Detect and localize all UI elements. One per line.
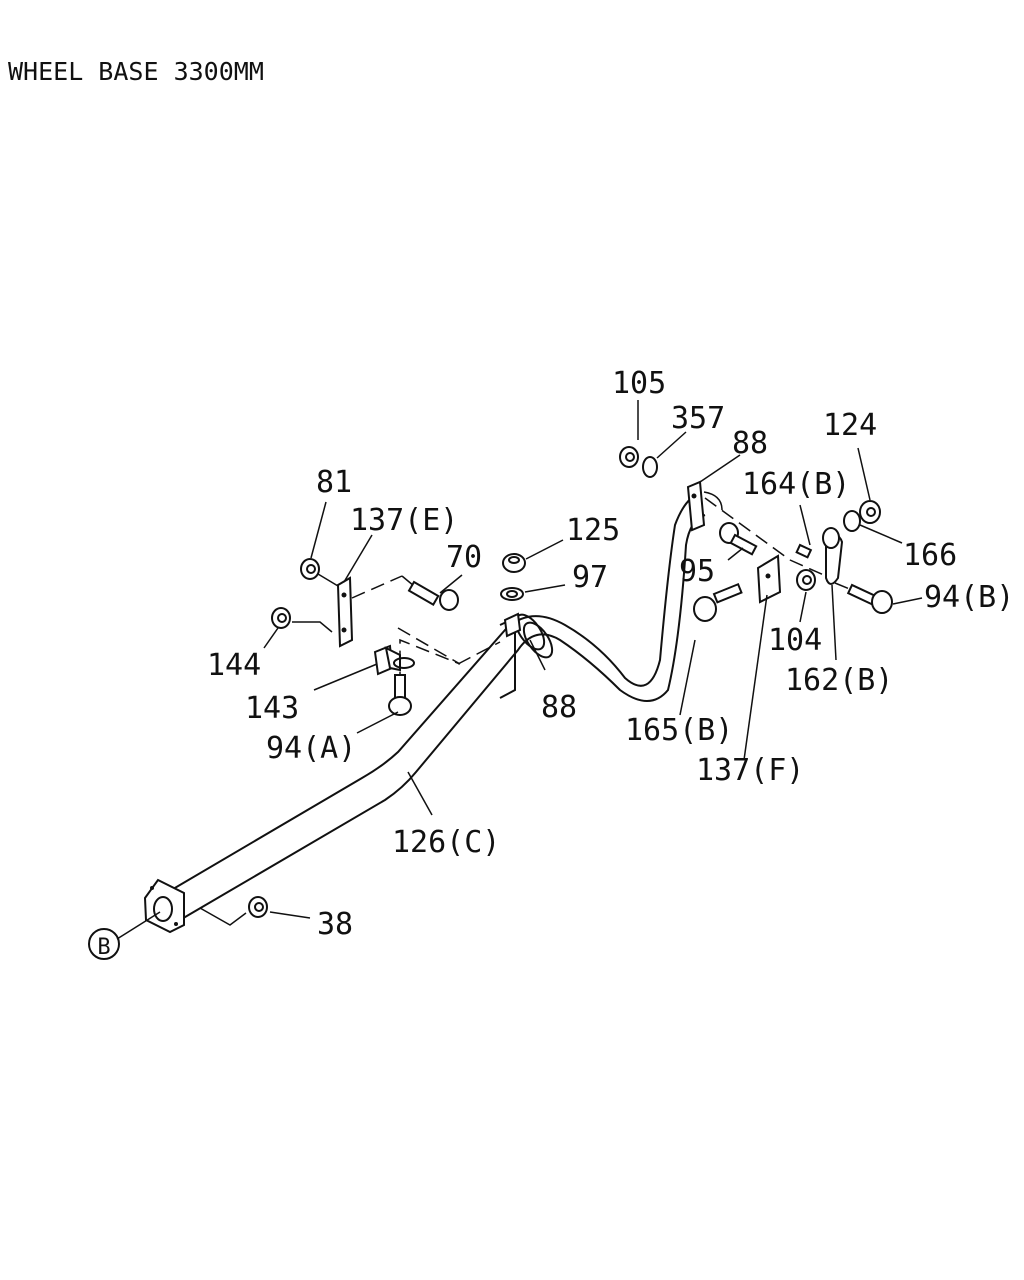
callout-165b: 165(B) [625,713,733,748]
left-hanger-assembly [271,558,522,716]
reference-marker-b: B [88,911,161,960]
callout-97: 97 [572,560,608,595]
callout-95: 95 [679,554,715,589]
callout-164b: 164(B) [742,467,850,502]
callout-94b: 94(B) [924,580,1014,615]
callout-81: 81 [316,465,352,500]
right-hanger-assembly [619,400,923,761]
callout-94a: 94(A) [266,731,356,766]
exhaust-pipe [167,492,706,921]
callout-137f: 137(F) [696,753,804,788]
callout-labels: 105 357 88 124 164(B) 166 81 137(E) 125 … [207,366,1014,942]
callout-70: 70 [446,540,482,575]
upper-hanger-fasteners [500,539,566,601]
svg-text:B: B [97,935,110,960]
callout-105: 105 [612,366,666,401]
callout-104: 104 [768,623,822,658]
part-38-nut [199,896,311,926]
callout-88-mid: 88 [541,690,577,725]
callout-137e: 137(E) [350,503,458,538]
callout-144: 144 [207,648,261,683]
callout-143: 143 [245,691,299,726]
page-title: WHEEL BASE 3300MM [8,57,264,86]
callout-126c: 126(C) [392,825,500,860]
leader-lines [263,501,546,816]
callout-162b: 162(B) [785,663,893,698]
callout-38: 38 [317,907,353,942]
callout-124: 124 [823,408,877,443]
callout-88-top: 88 [732,426,768,461]
pipe-flange [143,878,185,934]
callout-357: 357 [671,401,725,436]
callout-125: 125 [566,513,620,548]
callout-166: 166 [903,538,957,573]
